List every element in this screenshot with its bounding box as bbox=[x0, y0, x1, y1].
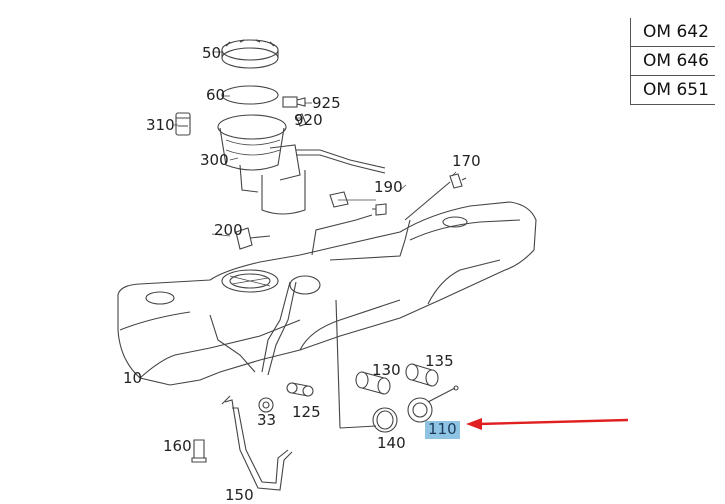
fuel-tank bbox=[117, 201, 537, 386]
part-label-110[interactable]: 110 bbox=[425, 421, 460, 439]
part-label-150: 150 bbox=[225, 486, 254, 504]
engine-code-row: OM 651 bbox=[631, 76, 715, 105]
part-label-300: 300 bbox=[200, 151, 229, 169]
part-label-920: 920 bbox=[294, 111, 323, 129]
part-label-50: 50 bbox=[202, 44, 222, 62]
part-label-125: 125 bbox=[292, 403, 321, 421]
engine-code-row: OM 646 bbox=[631, 47, 715, 76]
engine-code-table: OM 642 OM 646 OM 651 bbox=[630, 18, 715, 105]
part-150-strap bbox=[221, 395, 293, 491]
part-label-925: 925 bbox=[312, 94, 341, 112]
part-label-170: 170 bbox=[452, 152, 481, 170]
part-label-33: 33 bbox=[257, 411, 277, 429]
tank-pump-mount bbox=[221, 269, 279, 293]
part-label-310: 310 bbox=[146, 116, 175, 134]
highlight-arrow bbox=[466, 418, 629, 430]
part-label-130: 130 bbox=[372, 361, 401, 379]
part-125-grommet bbox=[286, 382, 314, 397]
part-200-clip bbox=[235, 227, 271, 250]
part-300-pump bbox=[217, 114, 386, 215]
part-label-160: 160 bbox=[163, 437, 192, 455]
part-170-cap bbox=[404, 173, 467, 221]
part-135-sleeve bbox=[405, 363, 439, 387]
part-190-sender bbox=[329, 191, 387, 216]
engine-code-row: OM 642 bbox=[631, 18, 715, 47]
part-50-ring bbox=[221, 39, 279, 69]
part-140-ring bbox=[335, 299, 398, 433]
part-60-gasket bbox=[221, 85, 279, 105]
part-label-140: 140 bbox=[377, 434, 406, 452]
part-33-bush bbox=[258, 397, 274, 413]
part-130-sleeve bbox=[355, 371, 391, 395]
part-label-60: 60 bbox=[206, 86, 226, 104]
part-925-valve bbox=[282, 96, 307, 127]
part-310-connector bbox=[175, 112, 191, 136]
part-160-bolt bbox=[191, 439, 207, 463]
part-110-cap bbox=[407, 385, 459, 423]
leader-lines bbox=[174, 51, 457, 237]
part-label-10: 10 bbox=[123, 369, 143, 387]
part-label-190: 190 bbox=[374, 178, 403, 196]
part-label-200: 200 bbox=[214, 221, 243, 239]
part-label-135: 135 bbox=[425, 352, 454, 370]
